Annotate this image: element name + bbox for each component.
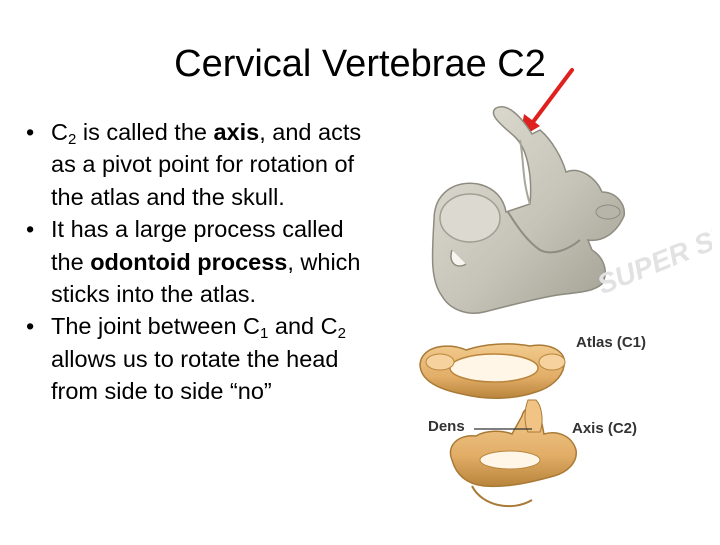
bullet-text: is called the xyxy=(76,119,214,145)
bullet-item-odontoid: • It has a large process called the odon… xyxy=(26,213,376,310)
bullet-text: , which sticks into the atlas. xyxy=(51,248,361,308)
subscript: 1 xyxy=(260,325,269,343)
bullet-dot: • xyxy=(26,119,35,145)
slide-title: Cervical Vertebrae C2 xyxy=(174,43,546,85)
bullet-text: allows us to rotate the head from side t… xyxy=(51,345,339,405)
bullet-text: It has a large process called the xyxy=(51,216,344,275)
bold-term: odontoid process xyxy=(90,248,288,275)
bullet-text: and C xyxy=(268,313,338,340)
atlas-vertebra xyxy=(419,343,566,400)
subscript: 2 xyxy=(67,131,77,148)
axis-vertebra-large xyxy=(431,105,625,314)
bold-term: axis xyxy=(213,119,260,145)
vertebrae-drawing: SUPER STOCK xyxy=(419,105,720,508)
axis-vertebra-small xyxy=(449,399,577,508)
bullet-text: C xyxy=(51,119,68,145)
axis-label: Axis (C2) xyxy=(572,420,638,437)
subscript: 2 xyxy=(337,325,346,343)
vertebrae-illustration: SUPER STOCK Atlas (C1) Dens Axis (C2) xyxy=(412,100,720,540)
bullet-text: The joint between C xyxy=(51,313,261,340)
atlas-label: Atlas (C1) xyxy=(576,334,647,351)
bullet-dot: • xyxy=(26,313,35,340)
bullet-dot: • xyxy=(26,216,35,243)
bullet-list: • C2 is called the axis, and acts as a p… xyxy=(26,116,376,408)
bullet-text: , and acts as a pivot point for rotation… xyxy=(51,119,362,210)
bullet-item-axis: • C2 is called the axis, and acts as a p… xyxy=(26,116,376,213)
dens-label: Dens xyxy=(428,418,465,435)
bullet-item-joint: • The joint between C1 and C2 allows us … xyxy=(26,310,376,407)
